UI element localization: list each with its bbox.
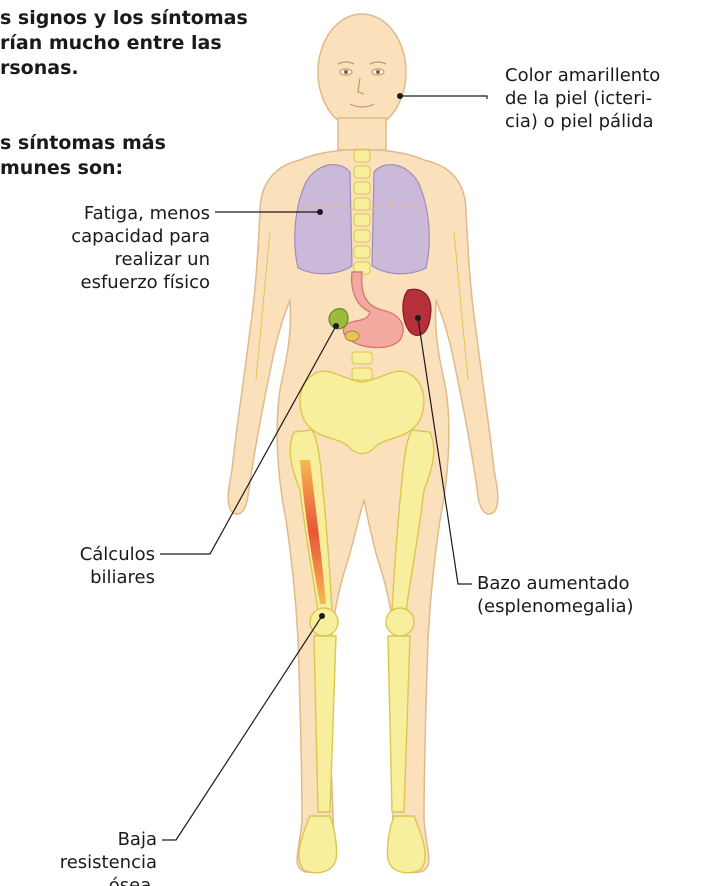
label-fatigue-line-4: esfuerzo físico <box>71 271 210 294</box>
label-spleen-line-1: Bazo aumentado <box>477 572 634 595</box>
label-fatigue-line-3: realizar un <box>71 248 210 271</box>
label-skin-line-1: Color amarillento <box>505 64 660 87</box>
label-bone-line-2: resistencia <box>60 851 157 874</box>
label-skin-line-3: cia) o piel pálida <box>505 110 660 133</box>
neck <box>338 118 386 150</box>
label-gallstones-line-2: biliares <box>80 566 155 589</box>
label-fatigue-line-2: capacidad para <box>71 225 210 248</box>
label-bone-line-3: ósea. <box>60 874 157 886</box>
label-fatigue: Fatiga, menos capacidad para realizar un… <box>71 202 210 294</box>
label-skin-line-2: de la piel (icteri- <box>505 87 660 110</box>
leader-skin <box>400 96 487 99</box>
label-spleen-line-2: (esplenomegalia) <box>477 595 634 618</box>
label-skin: Color amarillento de la piel (icteri- ci… <box>505 64 660 133</box>
label-spleen: Bazo aumentado (esplenomegalia) <box>477 572 634 618</box>
left-knee <box>310 608 338 636</box>
spleen <box>403 289 431 335</box>
head <box>318 14 406 130</box>
label-fatigue-line-1: Fatiga, menos <box>71 202 210 225</box>
left-tibia <box>314 636 336 812</box>
label-gallstones-line-1: Cálculos <box>80 543 155 566</box>
label-bone: Baja resistencia ósea. <box>60 828 157 886</box>
gallstone <box>345 331 359 341</box>
right-knee <box>386 608 414 636</box>
label-gallstones: Cálculos biliares <box>80 543 155 589</box>
label-bone-line-1: Baja <box>60 828 157 851</box>
